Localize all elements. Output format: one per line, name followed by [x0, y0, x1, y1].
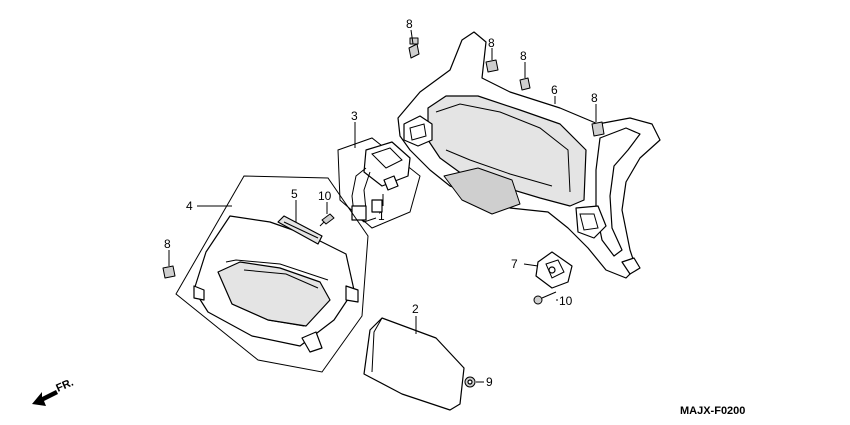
bracket-part-7	[535, 251, 573, 289]
leader-lines	[168, 29, 597, 383]
callout-part-8a: 8	[406, 17, 413, 31]
callout-part-8c: 8	[520, 49, 527, 63]
bolt-8e	[162, 265, 176, 279]
socket-harness-part-3	[337, 137, 421, 229]
callout-part-8b: 8	[488, 36, 495, 50]
nut-9	[464, 376, 476, 388]
bolt-8a	[408, 37, 420, 59]
callout-part-7: 7	[511, 257, 518, 271]
callout-part-8e: 8	[164, 237, 171, 251]
upper-housing-part-6	[397, 31, 661, 279]
screw-10b	[533, 291, 557, 305]
callout-part-2: 2	[412, 302, 419, 316]
bolt-8d	[591, 121, 605, 137]
callout-part-8d: 8	[591, 91, 598, 105]
callout-part-10b: 10	[559, 294, 573, 308]
bolt-8c	[519, 77, 531, 91]
callout-part-1: 1	[378, 209, 385, 223]
meter-cover-part-4	[175, 175, 369, 373]
front-arrow-icon	[32, 390, 58, 406]
front-direction-indicator: FR.	[32, 377, 75, 406]
bolt-8b	[485, 59, 499, 73]
screw-10a	[319, 213, 335, 227]
callout-part-10a: 10	[318, 189, 332, 203]
callout-labels: 8 8 8 6 8 3 1 4 5 10 8 2 7 10 9	[164, 17, 598, 389]
lower-panel-part-2	[363, 317, 465, 411]
lens-strip-part-5	[277, 215, 323, 245]
callout-part-3: 3	[351, 109, 358, 123]
diagram-code: MAJX-F0200	[680, 405, 745, 417]
callout-part-6: 6	[551, 83, 558, 97]
callout-part-5: 5	[291, 187, 298, 201]
front-label: FR.	[54, 377, 75, 395]
callout-part-4: 4	[186, 199, 193, 213]
callout-part-9: 9	[486, 375, 493, 389]
